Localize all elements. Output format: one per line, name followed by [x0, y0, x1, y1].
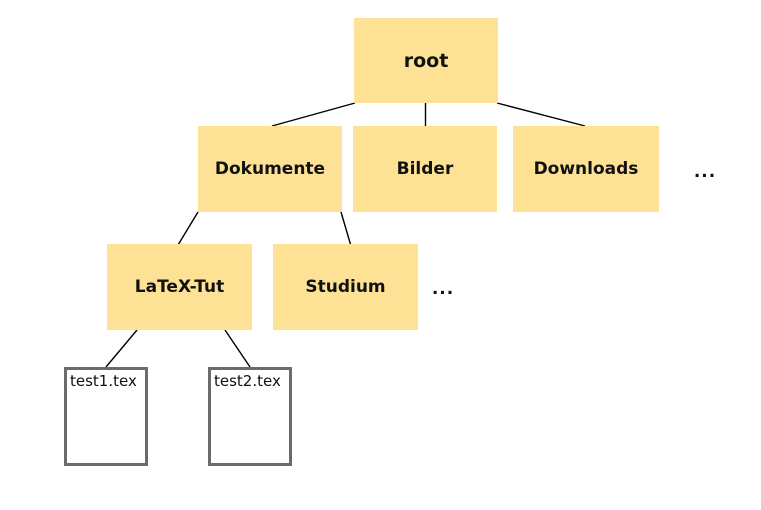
file-label-test1: test1.tex [70, 372, 137, 390]
folder-node-root: root [354, 18, 498, 103]
folder-label-latex-tut: LaTeX-Tut [134, 277, 225, 297]
folder-label-dokumente: Dokumente [214, 159, 326, 179]
file-label-test2: test2.tex [214, 372, 281, 390]
file-node-test2: test2.tex [208, 367, 292, 466]
tree-edge-dokumente-studium [340, 211, 352, 247]
tree-edge-latex-tut-test1 [105, 329, 138, 368]
folder-node-downloads: Downloads [513, 126, 659, 212]
tree-edge-root-downloads [496, 102, 586, 127]
tree-edge-latex-tut-test2 [224, 329, 251, 368]
folder-node-latex-tut: LaTeX-Tut [107, 244, 252, 330]
folder-node-bilder: Bilder [353, 126, 497, 212]
folder-label-bilder: Bilder [396, 159, 454, 179]
ellipsis-more-children-dokumente: ... [431, 279, 455, 299]
folder-label-studium: Studium [305, 277, 386, 297]
folder-label-root: root [403, 49, 449, 72]
folder-node-studium: Studium [273, 244, 418, 330]
file-node-test1: test1.tex [64, 367, 148, 466]
folder-label-downloads: Downloads [533, 159, 639, 179]
ellipsis-more-children-root: ... [693, 162, 717, 182]
folder-node-dokumente: Dokumente [198, 126, 342, 212]
tree-edge-dokumente-latex-tut [177, 211, 199, 246]
tree-edge-root-dokumente [271, 102, 356, 127]
